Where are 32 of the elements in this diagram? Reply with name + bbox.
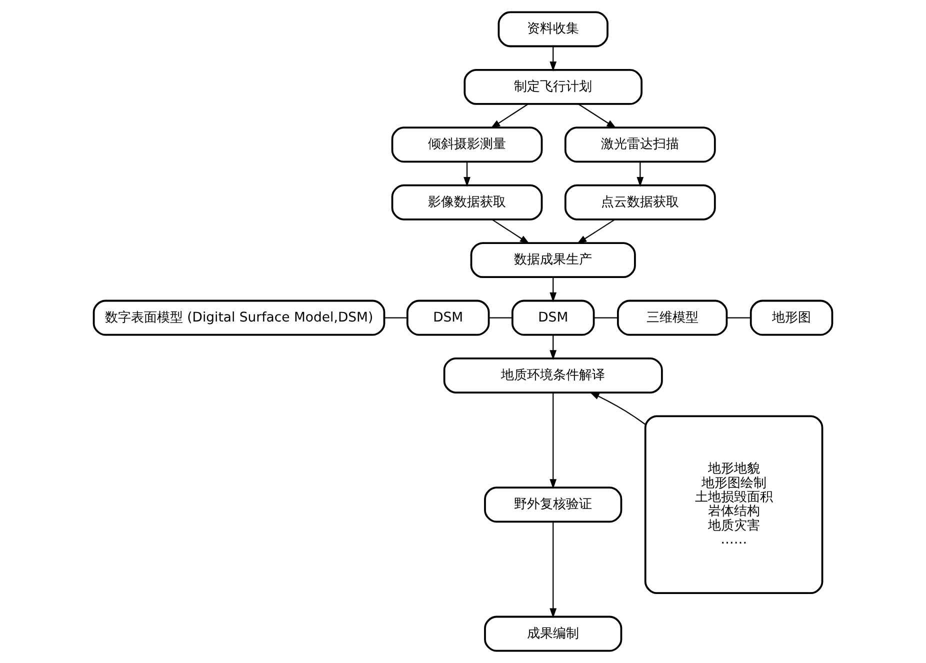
node-box: 倾斜摄影测量	[391, 126, 543, 163]
node-box: 数据成果生产	[470, 242, 636, 278]
arrow	[490, 104, 529, 129]
node-box: DSM	[511, 300, 595, 336]
connector	[594, 317, 618, 318]
arrow	[492, 218, 530, 244]
node-box: 激光雷达扫描	[564, 126, 716, 163]
arrow	[590, 392, 646, 425]
arrow	[550, 334, 557, 360]
arrow	[550, 277, 557, 302]
node-box: 野外复核验证	[484, 486, 622, 523]
node-box: 成果编制	[484, 616, 622, 652]
node-box: 点云数据获取	[564, 184, 716, 220]
node-box: 制定飞行计划	[464, 68, 643, 105]
node-box: 影像数据获取	[391, 184, 543, 220]
arrow	[636, 162, 644, 187]
connector	[489, 317, 512, 318]
node-box: 地形图	[750, 300, 834, 336]
node-box: 资料收集	[498, 11, 608, 48]
node-box: DSM	[406, 300, 490, 336]
node-box: 地质环境条件解译	[443, 358, 663, 394]
node-box: 数字表面模型 (Digital Surface Model,DSM)	[92, 300, 386, 336]
node-box: 地形地貌 地形图绘制 土地损毁面积 岩体结构 地质灾害 ……	[644, 415, 824, 594]
connector	[726, 317, 751, 318]
connector	[384, 317, 408, 318]
arrow	[576, 218, 616, 244]
arrow	[550, 46, 557, 72]
arrow	[464, 162, 470, 187]
node-box: 三维模型	[616, 300, 728, 336]
arrow	[550, 392, 557, 490]
arrow	[578, 104, 616, 129]
arrow	[550, 522, 557, 618]
